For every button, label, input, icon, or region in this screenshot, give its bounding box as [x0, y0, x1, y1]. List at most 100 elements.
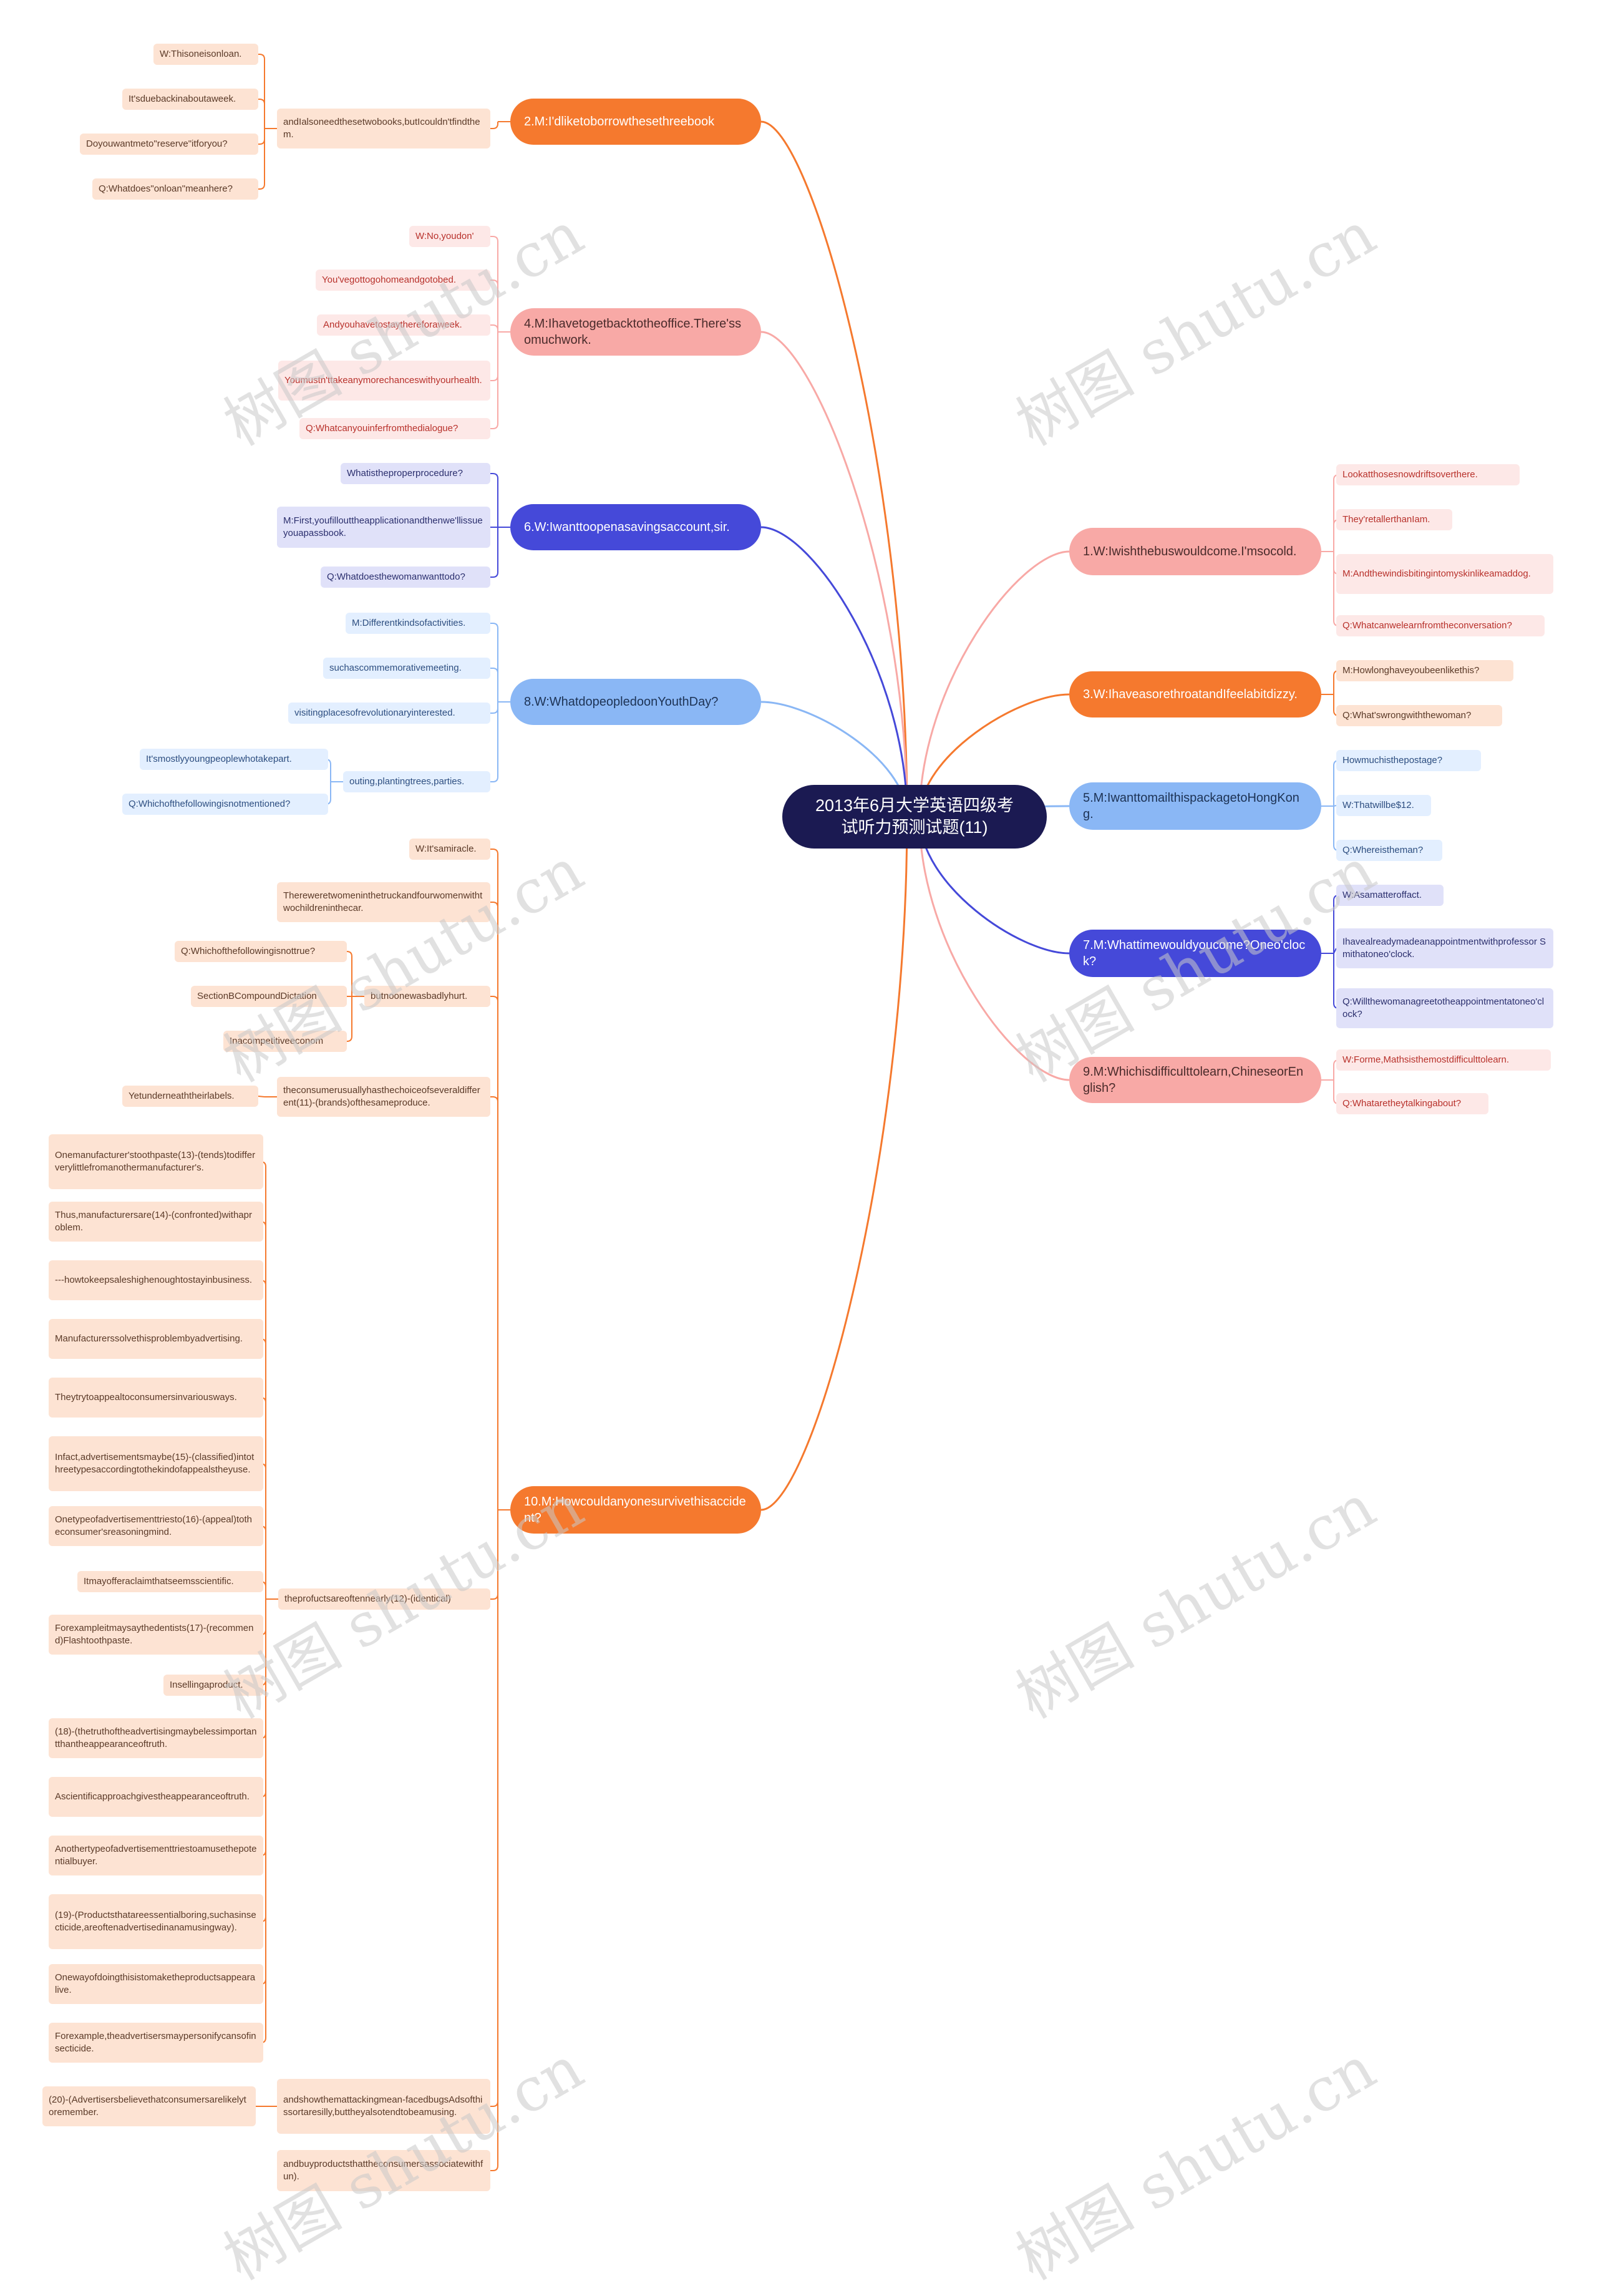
root-topic[interactable]: 2013年6月大学英语四级考试听力预测试题(11): [782, 785, 1047, 849]
topic-8-w-whatdopeopledoonyouthday[interactable]: 8.W:WhatdopeopledoonYouthDay?: [510, 679, 761, 725]
topic-connector-10: [918, 816, 1070, 1081]
node-howmuchisthepostage[interactable]: Howmuchisthepostage?: [1336, 750, 1481, 771]
topic-9-connector-branch: [1333, 948, 1337, 954]
node-19-productsthatareessentialboring-suchas[interactable]: (19)-(Productsthatareessentialboring,suc…: [49, 1894, 263, 1949]
mind-map-nodes: 2013年6月大学英语四级考试听力预测试题(11) 2.M:I'dliketob…: [42, 44, 1553, 2191]
node-q-whereistheman[interactable]: Q:Whereistheman?: [1336, 840, 1442, 861]
topic-5-m-iwanttomailthispackagetohongkong[interactable]: 5.M:IwanttomailthispackagetoHongKong.: [1069, 782, 1321, 830]
node-insellingaproduct[interactable]: Insellingaproduct.: [163, 1675, 263, 1696]
node-onemanufacturer-stoothpaste-13-tends-tod[interactable]: Onemanufacturer'stoothpaste(13)-(tends)t…: [49, 1134, 263, 1189]
node-q-what-swrongwiththewoman[interactable]: Q:What'swrongwiththewoman?: [1336, 705, 1502, 726]
node-forexampleitmaysaythedentists-17-recomme[interactable]: Forexampleitmaysaythedentists(17)-(recom…: [49, 1615, 263, 1655]
node-q-willthewomanagreetotheappointmentatone[interactable]: Q:Willthewomanagreetotheappointmentatone…: [1336, 988, 1553, 1028]
node-howtokeepsaleshighenoughtostayinbusiness[interactable]: ---howtokeepsaleshighenoughtostayinbusin…: [49, 1260, 263, 1300]
node-theytrytoappealtoconsumersinvariousways[interactable]: Theytrytoappealtoconsumersinvariousways.: [49, 1378, 263, 1418]
node-doyouwantmeto-reserve-itforyou[interactable]: Doyouwantmeto"reserve"itforyou?: [80, 134, 258, 155]
node-sectionbcompounddictation[interactable]: SectionBCompoundDictation: [191, 986, 347, 1007]
topic-connector-6: [918, 550, 1070, 817]
node-theprofuctsareoftennearly-12-identical[interactable]: theprofuctsareoftennearly(12)-(identical…: [278, 1588, 490, 1610]
subtopic-connector-branch: [258, 1096, 265, 1097]
node-w-thisoneisonloan[interactable]: W:Thisoneisonloan.: [153, 44, 258, 65]
topic-5-connector-branch: [490, 1510, 498, 2171]
node-butnoonewasbadlyhurt[interactable]: butnoonewasbadlyhurt.: [364, 986, 490, 1007]
node-q-whatcanwelearnfromtheconversation[interactable]: Q:Whatcanwelearnfromtheconversation?: [1336, 615, 1545, 636]
subtopic-connector-branch: [258, 129, 265, 190]
topic-1-w-iwishthebuswouldcome-i-msocold[interactable]: 1.W:Iwishthebuswouldcome.I'msocold.: [1069, 528, 1321, 575]
node-whatistheproperprocedure[interactable]: Whatistheproperprocedure?: [341, 463, 490, 484]
node-w-no-youdon[interactable]: W:No,youdon': [409, 226, 490, 247]
node-infact-advertisementsmaybe-15-classified[interactable]: Infact,advertisementsmaybe(15)-(classifi…: [49, 1436, 263, 1491]
subtopic-connector-branch: [258, 99, 265, 129]
topic-connector-3: [760, 526, 908, 817]
node-q-whataretheytalkingabout[interactable]: Q:Whataretheytalkingabout?: [1336, 1093, 1488, 1114]
topic-6-w-iwanttoopenasavingsaccount-sir[interactable]: 6.W:Iwanttoopenasavingsaccount,sir.: [510, 504, 761, 550]
node-m-andthewindisbitingintomyskinlikeamaddo[interactable]: M:Andthewindisbitingintomyskinlikeamaddo…: [1336, 554, 1553, 594]
topic-2-connector-branch: [490, 332, 498, 429]
node-20-advertisersbelievethatconsumersarelik[interactable]: (20)-(Advertisersbelievethatconsumersare…: [42, 2086, 256, 2126]
topic-5-connector-branch: [490, 996, 498, 1510]
node-w-thatwillbe-12[interactable]: W:Thatwillbe$12.: [1336, 795, 1431, 816]
node-inacompetitiveeconom[interactable]: Inacompetitiveeconom: [223, 1031, 347, 1052]
topic-7-m-whattimewouldyoucome-oneo-clock[interactable]: 7.M:Whattimewouldyoucome?Oneo'clock?: [1069, 930, 1321, 977]
mind-map-canvas: 2013年6月大学英语四级考试听力预测试题(11) 2.M:I'dliketob…: [42, 44, 1553, 2294]
topic-4-m-ihavetogetbacktotheoffice-there-ssom[interactable]: 4.M:Ihavetogetbacktotheoffice.There'ssom…: [510, 308, 761, 356]
node-manufacturerssolvethisproblembyadvertisi[interactable]: Manufacturerssolvethisproblembyadvertisi…: [49, 1319, 263, 1359]
node-andyouhavetostaythereforaweek[interactable]: Andyouhavetostaythereforaweek.: [317, 314, 490, 336]
node-q-whichofthefollowingisnotmentioned[interactable]: Q:Whichofthefollowingisnotmentioned?: [122, 794, 328, 815]
node-andshowthemattackingmean-facedbugsadsoft[interactable]: andshowthemattackingmean-facedbugsAdsoft…: [277, 2079, 490, 2134]
node-yetunderneaththeirlabels[interactable]: Yetunderneaththeirlabels.: [122, 1086, 258, 1107]
topic-4-connector-branch: [490, 702, 498, 782]
node-q-whatcanyouinferfromthedialogue[interactable]: Q:Whatcanyouinferfromthedialogue?: [299, 418, 490, 439]
node-andialsoneedthesetwobooks-buticouldn-tfi[interactable]: andIalsoneedthesetwobooks,butIcouldn'tfi…: [277, 109, 490, 148]
node-it-smostlyyoungpeoplewhotakepart[interactable]: It'smostlyyoungpeoplewhotakepart.: [140, 749, 328, 770]
node-ascientificapproachgivestheappearanceoft[interactable]: Ascientificapproachgivestheappearanceoft…: [49, 1777, 263, 1817]
node-visitingplacesofrevolutionaryinterested[interactable]: visitingplacesofrevolutionaryinterested.: [288, 703, 490, 724]
node-thereweretwomeninthetruckandfourwomenwit[interactable]: Thereweretwomeninthetruckandfourwomenwit…: [277, 882, 490, 922]
node-w-it-samiracle[interactable]: W:It'samiracle.: [409, 839, 490, 860]
node-m-howlonghaveyoubeenlikethis[interactable]: M:Howlonghaveyoubeenlikethis?: [1336, 660, 1513, 681]
node-18-thetruthoftheadvertisingmaybelessimpo[interactable]: (18)-(thetruthoftheadvertisingmaybelessi…: [49, 1718, 263, 1758]
node-it-sduebackinaboutaweek[interactable]: It'sduebackinaboutaweek.: [122, 89, 258, 110]
topic-4-connector-branch: [490, 623, 498, 702]
node-m-first-youfillouttheapplicationandthenw[interactable]: M:First,youfillouttheapplicationandthenw…: [277, 507, 490, 548]
topic-2-m-i-dliketoborrowthesethreebook[interactable]: 2.M:I'dliketoborrowthesethreebook: [510, 99, 761, 145]
node-theconsumerusuallyhasthechoiceofseverald[interactable]: theconsumerusuallyhasthechoiceofseverald…: [277, 1077, 490, 1117]
node-anothertypeofadvertisementtriestoamuseth[interactable]: Anothertypeofadvertisementtriestoamuseth…: [49, 1836, 263, 1875]
topic-10-m-howcouldanyonesurvivethisaccident[interactable]: 10.M:Howcouldanyonesurvivethisaccident?: [510, 1486, 761, 1534]
topic-4-connector-branch: [490, 668, 498, 702]
node-w-forme-mathsisthemostdifficulttolearn[interactable]: W:Forme,Mathsisthemostdifficulttolearn.: [1336, 1049, 1551, 1071]
topic-2-connector-branch: [490, 236, 498, 332]
topic-2-connector-branch: [490, 280, 498, 332]
node-m-differentkindsofactivities[interactable]: M:Differentkindsofactivities.: [346, 613, 490, 634]
topic-8-connector-branch: [1333, 805, 1337, 807]
topic-connector-5: [760, 816, 908, 1511]
node-w-asamatteroffact[interactable]: W:Asamatteroffact.: [1336, 885, 1444, 906]
node-q-whichofthefollowingisnottrue[interactable]: Q:Whichofthefollowingisnottrue?: [175, 941, 347, 962]
node-thus-manufacturersare-14-confronted-with[interactable]: Thus,manufacturersare(14)-(confronted)wi…: [49, 1202, 263, 1242]
node-outing-plantingtrees-parties[interactable]: outing,plantingtrees,parties.: [343, 771, 490, 792]
node-forexample-theadvertisersmaypersonifycan[interactable]: Forexample,theadvertisersmaypersonifycan…: [49, 2023, 263, 2063]
topic-3-connector-branch: [490, 527, 498, 578]
node-q-whatdoes-onloan-meanhere[interactable]: Q:Whatdoes"onloan"meanhere?: [92, 178, 258, 200]
topic-2-connector-branch: [490, 324, 498, 332]
node-lookatthosesnowdriftsoverthere[interactable]: Lookatthosesnowdriftsoverthere.: [1336, 464, 1520, 485]
node-ihavealreadymadeanappointmentwithprofess[interactable]: Ihavealreadymadeanappointmentwithprofess…: [1336, 928, 1553, 968]
topic-3-connector-branch: [490, 473, 498, 527]
node-itmayofferaclaimthatseemsscientific[interactable]: Itmayofferaclaimthatseemsscientific.: [77, 1571, 263, 1592]
node-they-retallerthaniam[interactable]: They'retallerthanIam.: [1336, 509, 1452, 530]
topic-5-connector-branch: [490, 902, 498, 1510]
topic-9-m-whichisdifficulttolearn-chineseoreng[interactable]: 9.M:Whichisdifficulttolearn,ChineseorEng…: [1069, 1057, 1321, 1103]
node-q-whatdoesthewomanwanttodo[interactable]: Q:Whatdoesthewomanwanttodo?: [321, 567, 490, 588]
node-you-vegottogohomeandgotobed[interactable]: You'vegottogohomeandgotobed.: [316, 270, 490, 291]
topic-3-w-ihaveasorethroatandifeelabitdizzy[interactable]: 3.W:IhaveasorethroatandIfeelabitdizzy.: [1069, 671, 1321, 718]
topic-connector-1: [760, 120, 908, 817]
node-suchascommemorativemeeting[interactable]: suchascommemorativemeeting.: [323, 658, 490, 679]
subtopic-connector-branch: [346, 996, 352, 1042]
topic-connector-2: [760, 331, 908, 817]
node-youmustn-ttakeanymorechanceswithyourheal[interactable]: Youmustn'ttakeanymorechanceswithyourheal…: [278, 361, 490, 401]
topic-5-connector-branch: [490, 1096, 498, 1510]
node-onewayofdoingthisistomaketheproductsappe[interactable]: Onewayofdoingthisistomaketheproductsappe…: [49, 1964, 263, 2004]
node-onetypeofadvertisementtriesto-16-appeal-[interactable]: Onetypeofadvertisementtriesto(16)-(appea…: [49, 1506, 263, 1546]
topic-5-connector-branch: [490, 849, 498, 1510]
node-andbuyproductsthattheconsumersassociatew[interactable]: andbuyproductsthattheconsumersassociatew…: [277, 2150, 490, 2191]
